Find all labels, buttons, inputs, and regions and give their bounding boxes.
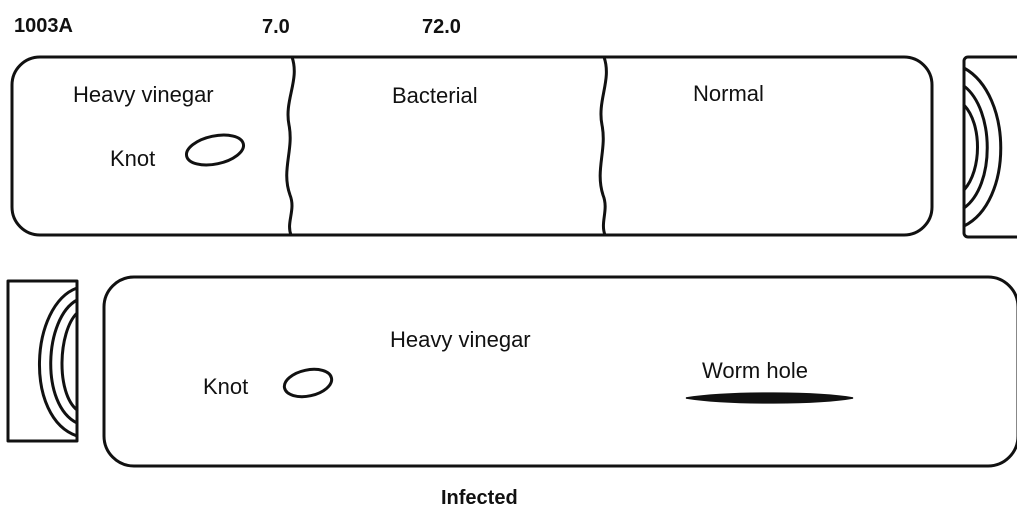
knot-label-bottom: Knot bbox=[203, 374, 248, 399]
zone-label-bacterial: Bacterial bbox=[392, 83, 478, 108]
knot-bottom bbox=[282, 365, 334, 400]
end-grain-top-right bbox=[964, 57, 1017, 237]
zone-label-heavy-vinegar: Heavy vinegar bbox=[73, 82, 214, 107]
header-value-2: 72.0 bbox=[422, 16, 461, 38]
bottom-board: Heavy vinegar Knot Worm hole bbox=[104, 277, 1017, 466]
growth-ring-top-2 bbox=[964, 86, 987, 208]
knot-label-top: Knot bbox=[110, 146, 155, 171]
growth-ring-bottom-3 bbox=[62, 313, 77, 410]
zone-boundary-1 bbox=[287, 57, 295, 235]
worm-hole-label: Worm hole bbox=[702, 358, 808, 383]
bottom-board-outline bbox=[104, 277, 1017, 466]
worm-hole bbox=[686, 393, 853, 403]
zone-boundary-2 bbox=[600, 57, 606, 235]
growth-ring-top-3 bbox=[964, 105, 978, 190]
end-grain-top-outline bbox=[964, 57, 1017, 237]
top-board: Heavy vinegar Bacterial Normal Knot bbox=[12, 57, 932, 235]
end-grain-bottom-left bbox=[8, 281, 77, 441]
zone-label-normal: Normal bbox=[693, 81, 764, 106]
zone-label-heavy-vinegar-bottom: Heavy vinegar bbox=[390, 327, 531, 352]
caption: Infected bbox=[441, 487, 518, 509]
knot-top bbox=[184, 130, 247, 169]
header-value-1: 7.0 bbox=[262, 16, 290, 38]
growth-ring-bottom-1 bbox=[39, 288, 77, 436]
specimen-id: 1003A bbox=[14, 15, 73, 37]
